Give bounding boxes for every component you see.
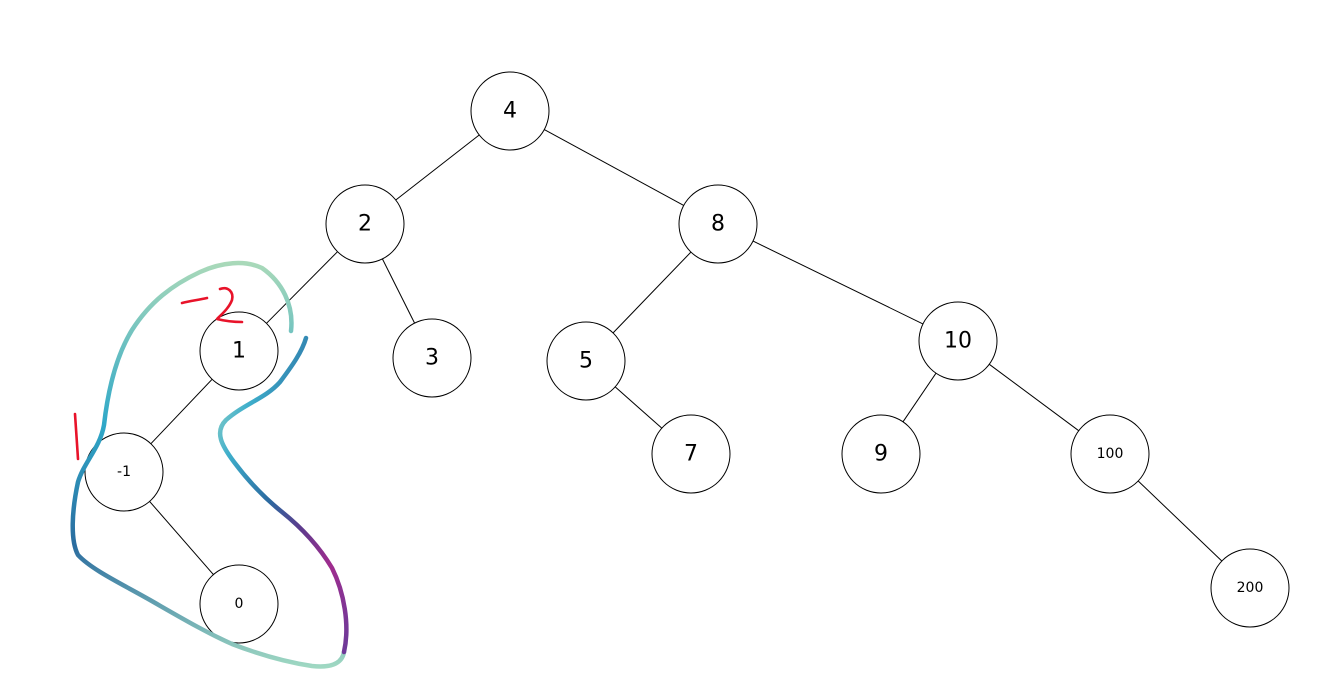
tree-node-n7: 7 <box>651 414 731 494</box>
node-label: 100 <box>1097 446 1124 462</box>
node-circle <box>1210 548 1290 628</box>
edge-n10-n100 <box>989 363 1079 432</box>
tree-node-n10: 10 <box>918 301 998 381</box>
node-circle <box>199 311 279 391</box>
edge-n4-n2 <box>395 134 480 201</box>
node-label: 10 <box>944 329 972 354</box>
node-circle <box>325 184 405 264</box>
node-label: 5 <box>579 349 593 374</box>
tree-node-n3: 3 <box>392 318 472 398</box>
node-label: 1 <box>232 339 246 364</box>
handwritten-one-mark <box>73 412 80 461</box>
tree-edges <box>149 129 1223 575</box>
edge-n1-nm1 <box>150 378 213 445</box>
handwritten-loop-right-arc <box>217 335 349 655</box>
handwritten-minus-two-dash <box>180 296 209 305</box>
edge-n4-n8 <box>544 129 684 206</box>
edge-n5-n7 <box>614 386 663 429</box>
node-circle <box>841 414 921 494</box>
tree-node-n2: 2 <box>325 184 405 264</box>
edge-n10-n9 <box>902 372 937 423</box>
edge-nm1-n0 <box>149 501 214 575</box>
node-label: 8 <box>711 212 725 237</box>
handwritten-minus-two-digit <box>215 286 244 324</box>
edge-n100-n200 <box>1137 480 1223 562</box>
tree-node-n9: 9 <box>841 414 921 494</box>
node-circle <box>546 321 626 401</box>
tree-node-n1: 1 <box>199 311 279 391</box>
node-label: 7 <box>684 442 698 467</box>
node-label: 3 <box>425 346 439 371</box>
node-label: 2 <box>358 212 372 237</box>
edge-n8-n10 <box>752 240 924 325</box>
node-circle <box>1070 414 1150 494</box>
node-circle <box>84 432 164 512</box>
handwritten-loop-left-arc <box>70 260 347 669</box>
tree-node-n200: 200 <box>1210 548 1290 628</box>
node-label: 9 <box>874 442 888 467</box>
node-circle <box>470 71 550 151</box>
tree-node-n4: 4 <box>470 71 550 151</box>
node-label: 200 <box>1237 580 1264 596</box>
tree-node-n8: 8 <box>678 184 758 264</box>
handwritten-annotations <box>70 260 349 669</box>
node-label: 4 <box>503 99 517 124</box>
tree-nodes: 4 2 8 1 3 5 10 -1 7 9 100 0 200 <box>84 71 1290 644</box>
node-label: -1 <box>117 464 131 480</box>
node-label: 0 <box>235 596 244 612</box>
node-circle <box>678 184 758 264</box>
tree-node-n0: 0 <box>199 564 279 644</box>
node-circle <box>199 564 279 644</box>
edge-n2-n1 <box>266 251 338 324</box>
node-circle <box>918 301 998 381</box>
tree-node-n5: 5 <box>546 321 626 401</box>
edge-n2-n3 <box>381 258 416 324</box>
node-circle <box>392 318 472 398</box>
tree-node-n100: 100 <box>1070 414 1150 494</box>
node-circle <box>651 414 731 494</box>
edge-n8-n5 <box>612 251 692 334</box>
tree-node-nm1: -1 <box>84 432 164 512</box>
